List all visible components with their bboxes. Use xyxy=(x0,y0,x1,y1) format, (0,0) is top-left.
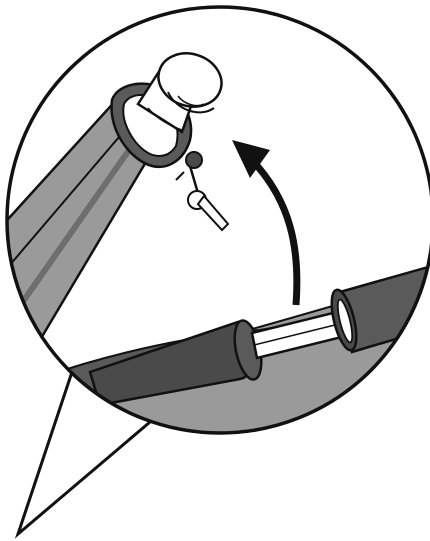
diagram-canvas xyxy=(0,0,430,541)
diagram-svg xyxy=(0,0,430,541)
